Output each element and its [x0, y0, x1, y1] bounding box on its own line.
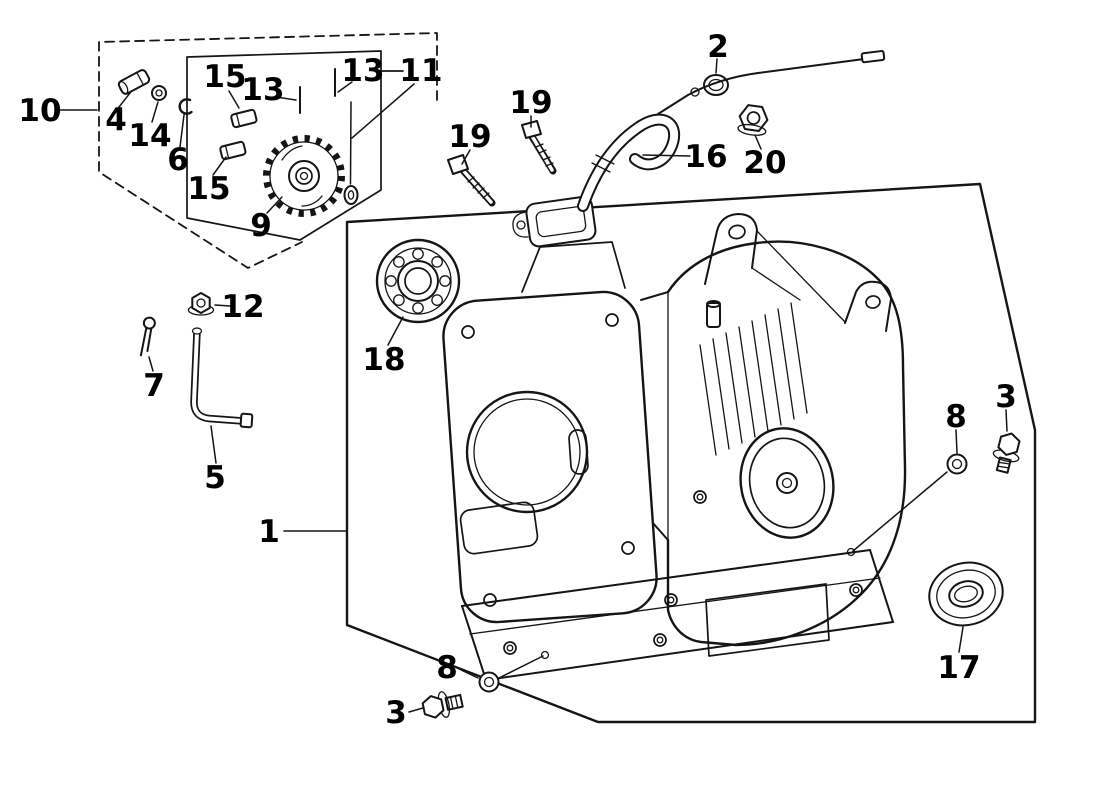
part-12-nut — [187, 292, 215, 316]
part-16-breather-tube — [512, 50, 886, 248]
part-label-20: 20 — [743, 145, 786, 181]
part-label-5: 5 — [204, 460, 226, 496]
part-label-2: 2 — [707, 29, 729, 65]
main-boundary-box — [345, 182, 1037, 724]
part-label-13: 13 — [241, 72, 284, 108]
part-label-17: 17 — [937, 650, 980, 686]
part-1-cylinder-block — [442, 213, 907, 681]
part-label-19: 19 — [448, 119, 491, 155]
part-label-8: 8 — [436, 650, 458, 686]
part-11-thrust-washer — [343, 185, 359, 205]
part-9-governor-gear — [263, 135, 345, 217]
part-label-3: 3 — [995, 379, 1017, 415]
part-17-oil-seal — [928, 561, 1004, 627]
part-19-bolt-left — [447, 154, 496, 207]
part-label-6: 6 — [167, 142, 189, 178]
part-5-governor-arm-rod — [190, 327, 254, 429]
part-label-8: 8 — [945, 399, 967, 435]
part-label-10: 10 — [18, 93, 61, 129]
part-label-4: 4 — [105, 102, 127, 138]
part-label-11: 11 — [399, 53, 442, 89]
part-15-clip-upper — [230, 108, 258, 129]
part-label-16: 16 — [684, 139, 727, 175]
part-6-clip — [178, 98, 193, 115]
wire-terminal — [860, 50, 886, 64]
part-14-washer — [151, 85, 167, 101]
part-label-13: 13 — [341, 53, 384, 89]
gear-assembly-boundary — [98, 32, 438, 269]
part-label-19: 19 — [509, 85, 552, 121]
part-2-o-ring — [703, 74, 729, 96]
part-3-bolt-right — [992, 432, 1021, 474]
part-4-pin — [117, 69, 151, 95]
part-15-clip-lower — [219, 140, 247, 161]
part-label-15: 15 — [203, 59, 246, 95]
part-label-3: 3 — [385, 695, 407, 731]
part-label-14: 14 — [128, 118, 171, 154]
part-7-cotter-pin — [139, 316, 156, 357]
part-3-bolt-bottom — [421, 691, 464, 719]
wire-lead — [657, 58, 865, 115]
part-label-18: 18 — [362, 342, 405, 378]
part-19-bolt-right — [521, 120, 557, 175]
leader-lines — [58, 58, 1008, 713]
part-8-washer-right — [946, 453, 968, 475]
part-label-15: 15 — [187, 171, 230, 207]
part-label-7: 7 — [143, 368, 165, 404]
part-label-9: 9 — [250, 208, 272, 244]
part-label-1: 1 — [258, 514, 280, 550]
part-label-12: 12 — [221, 289, 264, 325]
part-8-washer-bottom — [478, 671, 500, 693]
part-20-nut — [737, 104, 769, 136]
part-18-ball-bearing — [375, 238, 461, 324]
